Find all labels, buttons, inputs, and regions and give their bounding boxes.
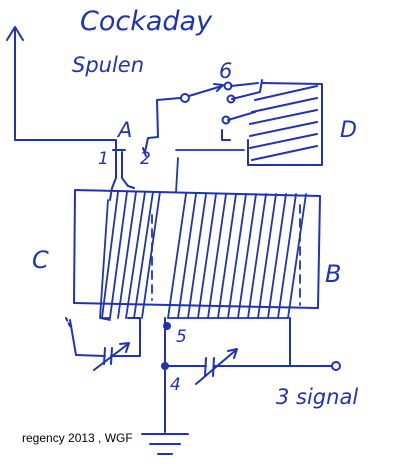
ground-icon <box>141 433 189 455</box>
signal-terminal <box>331 361 341 371</box>
label-terminal-5: 5 <box>176 327 187 347</box>
junction-nodes <box>161 322 341 371</box>
label-d: D <box>340 118 357 143</box>
tap-switch-icon <box>180 81 236 125</box>
node-5 <box>163 322 171 330</box>
label-terminal-6: 6 <box>219 59 232 83</box>
coil-d <box>227 79 323 166</box>
diagram-subtitle: Spulen <box>72 53 144 77</box>
coil-former <box>73 189 321 309</box>
label-a: A <box>116 118 132 142</box>
label-signal: 3 signal <box>276 385 358 409</box>
antenna-arrow-icon <box>6 26 117 153</box>
label-terminal-1: 1 <box>98 149 109 169</box>
label-terminal-2: 2 <box>140 149 151 169</box>
credit-text: regency 2013 , WGF <box>22 431 133 445</box>
coil-b <box>167 149 307 319</box>
label-terminal-4: 4 <box>170 375 181 395</box>
label-b: B <box>325 260 341 288</box>
diagram-title: Cockaday <box>80 6 213 37</box>
variable-capacitor-right <box>164 317 333 433</box>
switch-lead-wire <box>144 97 231 153</box>
variable-capacitor-left <box>65 317 141 371</box>
label-c: C <box>32 246 49 274</box>
terminal-a-connector <box>109 147 147 201</box>
node-4 <box>161 362 169 370</box>
coil-c <box>99 191 161 321</box>
